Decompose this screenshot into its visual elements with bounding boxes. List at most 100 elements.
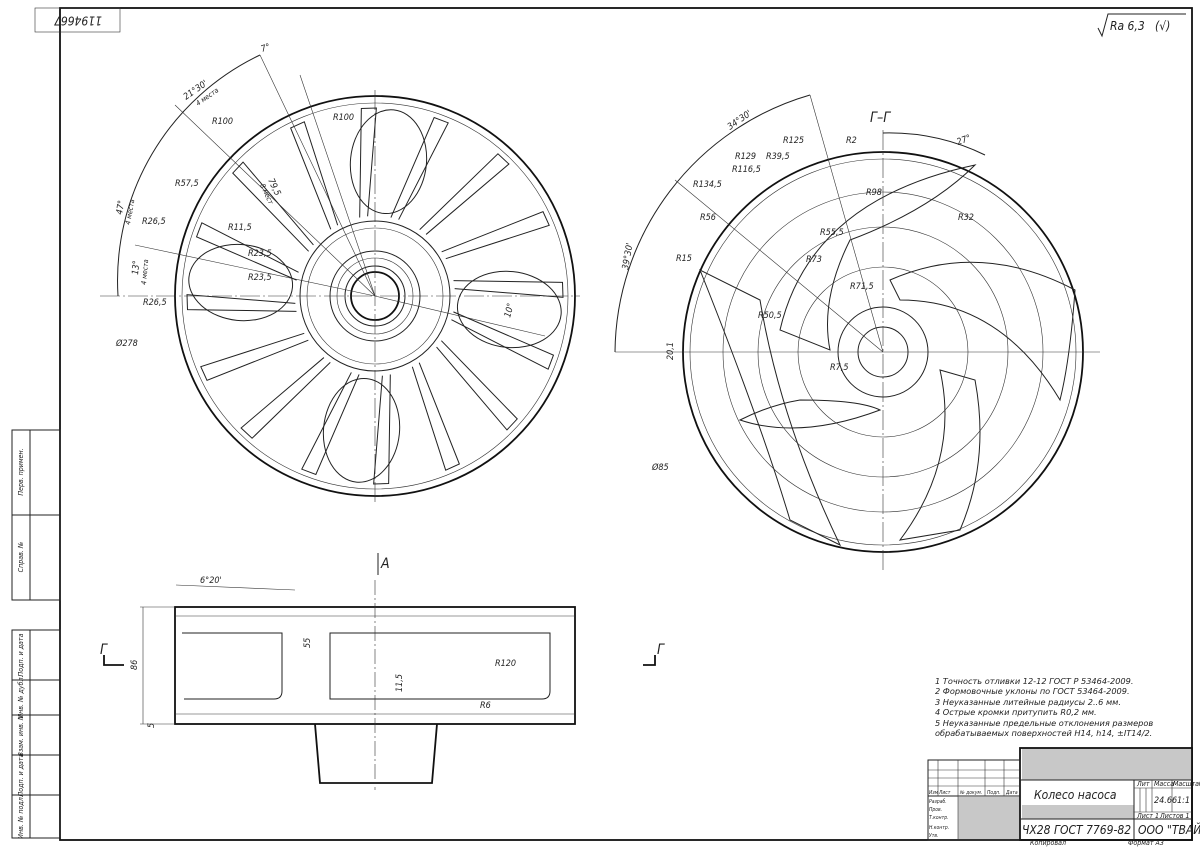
dimension-label: 6°20' — [200, 576, 222, 586]
blade-rib — [390, 116, 449, 220]
window-cutout — [349, 109, 428, 215]
blade-rib — [240, 357, 331, 439]
stamp-number-text: 1194667 — [54, 14, 102, 28]
section-mark-left: Г — [100, 642, 108, 658]
dimension-label: R26,5 — [143, 298, 167, 308]
dimension-label: R39,5 — [766, 152, 790, 162]
blade-rib — [411, 362, 461, 471]
dimension-label: R55,5 — [820, 228, 844, 238]
side-view-impeller — [103, 553, 656, 790]
dimension-label: R50,5 — [758, 311, 782, 321]
blade-rib — [200, 332, 309, 382]
note: 1 Точность отливки 12-12 ГОСТ Р 53464-20… — [935, 676, 1134, 686]
dimension-label: R120 — [495, 659, 516, 669]
copied-label: Копировал — [1030, 839, 1066, 847]
dimension-label: 13° — [131, 260, 142, 275]
dimension-label: Ø278 — [115, 338, 138, 349]
dimension-label: R26,5 — [142, 217, 166, 227]
dimension-label: R23,5 — [248, 249, 272, 259]
note: 5 Неуказанные предельные отклонения разм… — [935, 717, 1154, 739]
dimension-label: R116,5 — [732, 165, 761, 175]
mass-value: 24.66 — [1154, 796, 1177, 806]
dimension-label: R32 — [958, 213, 974, 223]
note: 3 Неуказанные литейные радиусы 2..6 мм. — [935, 696, 1121, 707]
blade-rib — [301, 372, 360, 476]
title-block: Лит Масса Масштаб 24.66 1:1 Лист 1 Листо… — [927, 747, 1200, 847]
sheets-label: Листов 1 — [1159, 812, 1190, 820]
dimension-label: 55 — [303, 638, 313, 648]
dimension-label: R15 — [676, 254, 692, 264]
blade-rib — [453, 280, 564, 298]
side-stamp-label: Перв. примен. — [17, 448, 25, 495]
dimension-label: Ø85 — [651, 462, 669, 473]
blade-rib — [289, 121, 339, 230]
dimension-label: 39°30' — [621, 242, 636, 270]
revision-header: Подп. — [987, 790, 1001, 796]
role-label: Пров. — [929, 807, 942, 813]
section-mark-right: Г — [657, 642, 665, 658]
window-cutout — [456, 270, 562, 349]
view-a-label: A — [380, 556, 390, 572]
note: 4 Острые кромки притупить R0,2 мм. — [935, 707, 1097, 718]
scale-value: 1:1 — [1177, 796, 1190, 806]
material: ЧХ28 ГОСТ 7769-82 — [1022, 823, 1131, 837]
dimension-label: R100 — [212, 117, 233, 127]
side-stamp-label: Инв. № дубл. — [17, 675, 25, 718]
section-view-g-g — [614, 94, 1100, 570]
section-label: Г–Г — [870, 110, 891, 126]
dimension-label: R7,5 — [830, 363, 849, 373]
blade-rib — [436, 340, 518, 431]
dimension-label: 27° — [956, 134, 973, 148]
dimension-label: R71,5 — [850, 282, 874, 292]
side-stamp-label: Подп. и дата — [17, 633, 25, 676]
role-label: Н.контр. — [929, 825, 949, 831]
dimension-label: R134,5 — [693, 180, 722, 190]
role-label: Т.контр. — [929, 815, 949, 821]
technical-notes: 1 Точность отливки 12-12 ГОСТ Р 53464-20… — [935, 676, 1185, 738]
roughness-check-symbol: (√) — [1155, 19, 1170, 33]
revision-header: № докум. — [959, 790, 982, 796]
stamp-number: 1194667 — [34, 7, 121, 33]
side-stamp-top: Перв. примен. Справ. № — [11, 429, 61, 601]
side-stamp-bottom: Подп. и дата Инв. № дубл. Взам. инв. № П… — [11, 629, 61, 839]
blade-rib — [232, 161, 314, 252]
side-stamp-label: Инв. № подл. — [17, 795, 25, 838]
side-stamp-label: Подп. и дата — [17, 753, 25, 796]
role-label: Разраб. — [929, 798, 947, 805]
dimension-label: 11,5 — [395, 674, 405, 692]
dimension-label: R2 — [846, 136, 857, 146]
part-name: Колесо насоса — [1034, 788, 1117, 802]
dimension-label: R98 — [866, 188, 882, 198]
dimension-label: R11,5 — [228, 223, 252, 233]
roughness-value: Ra 6,3 — [1110, 19, 1145, 33]
dimension-label: R57,5 — [175, 179, 199, 189]
dimension-label: 5 — [147, 723, 157, 728]
dimension-label: R129 — [735, 152, 756, 162]
role-label: Утв. — [929, 833, 938, 839]
window-cutout — [188, 243, 294, 322]
blade-rib — [195, 222, 299, 281]
dimension-label: R100 — [333, 113, 354, 123]
roughness-symbol: Ra 6,3 (√) — [1097, 13, 1186, 38]
dimension-label: 86 — [130, 660, 140, 670]
blade-rib — [419, 153, 510, 235]
dimension-label: R56 — [700, 213, 716, 223]
blade-rib — [186, 294, 297, 312]
dimension-label: R6 — [480, 701, 491, 711]
drawing-frame — [59, 7, 1193, 841]
dimension-label: R23,5 — [248, 273, 272, 283]
revision-header: Изм — [929, 790, 939, 796]
dimension-label: 4 места — [140, 259, 150, 285]
window-cutout — [322, 377, 401, 483]
col-mass-label: Масса — [1154, 780, 1174, 788]
dimension-label: 10° — [503, 302, 516, 318]
blade-rib — [451, 311, 555, 370]
front-view-dimensions: 7° 21°30' 4 места R100 R100 R57,5 R26,5 … — [115, 42, 517, 349]
section-view-dimensions: Г–Г 34°30' R125 R2 R129 R39,5 R116,5 R13… — [621, 109, 974, 473]
dimension-label: 20,1 — [666, 342, 676, 360]
format-label: Формат A3 — [1128, 839, 1164, 847]
blade-rib — [373, 374, 391, 485]
revision-header: Дата — [1005, 790, 1018, 796]
front-view-impeller — [100, 54, 580, 505]
